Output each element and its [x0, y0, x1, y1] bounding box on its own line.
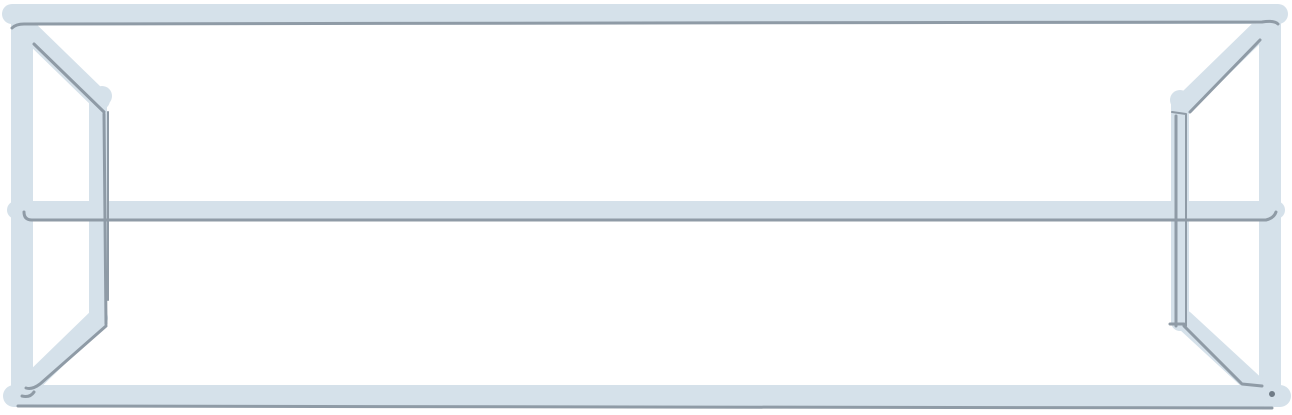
left-upper-diagonal-edge [32, 42, 106, 114]
left-inner-post-edge [102, 112, 108, 326]
left-lower-diagonal-edge [24, 324, 108, 390]
right-inner-post-edge-2 [1171, 111, 1187, 327]
left-upper-joint-fill [92, 86, 112, 106]
frame-edge-layer [10, 19, 1280, 410]
frame-fill-layer [2, 4, 1291, 407]
right-lower-diagonal-edge [1182, 324, 1264, 388]
left-bottom-corner-edge [20, 390, 36, 398]
right-upper-diagonal-fill [1176, 16, 1274, 112]
right-lower-diagonal-fill [1174, 310, 1272, 402]
left-upper-diagonal-fill [16, 18, 110, 110]
top-rail-edge [10, 19, 1280, 30]
left-lower-diagonal-fill [18, 308, 108, 396]
right-upper-diagonal-edge [1188, 38, 1262, 114]
right-upper-joint-fill [1170, 90, 1190, 110]
corner-dot [1269, 391, 1275, 397]
middle-rail-edge [22, 210, 1278, 222]
bottom-rail-edge [16, 404, 1274, 410]
